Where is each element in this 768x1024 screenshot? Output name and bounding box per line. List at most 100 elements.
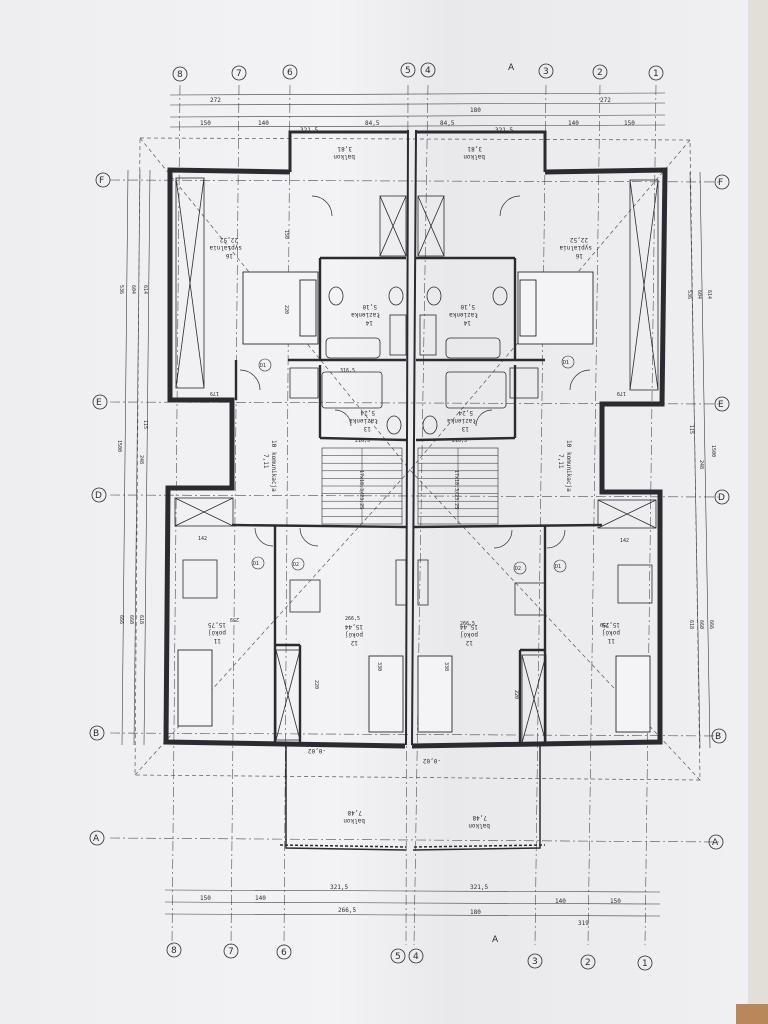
dim-bottom-2c: 140 <box>555 898 566 905</box>
door-tag-d1-d: D1 <box>555 564 561 570</box>
svg-text:łazienka: łazienka <box>449 311 478 318</box>
annotation-layer: 8 7 6 5 4 3 2 1 A 8 7 6 5 4 3 2 1 A <box>89 62 730 971</box>
svg-text:pokój: pokój <box>208 629 226 636</box>
grid-bubbles-top: 8 7 6 5 4 3 2 1 A <box>172 62 664 82</box>
svg-text:łazienka: łazienka <box>351 311 380 318</box>
idim-14: 142 <box>620 538 629 544</box>
dims-top: 321,5 321,5 150 140 84,5 84,5 140 150 27… <box>200 97 635 134</box>
room-11-left: 11 pokój 15,75 <box>208 621 226 644</box>
idim-5: 216,5 <box>355 438 370 444</box>
dims-right: 536 604 614 115 1500 248 618 660 666 <box>686 290 716 629</box>
grid-row-d-left: D <box>95 491 102 501</box>
svg-text:balkon: balkon <box>468 822 490 829</box>
grid-col-3-top: 3 <box>543 67 549 77</box>
grid-col-2-top: 2 <box>597 68 603 78</box>
grid-col-3-bottom: 3 <box>532 957 538 967</box>
idim-0: 150 <box>283 230 289 239</box>
level-left: -0,02 <box>308 747 326 754</box>
stair-label-right: 17x18,3/23,25 <box>453 470 459 509</box>
room-bath-14-right: 14 łazienka 5,10 <box>449 303 478 326</box>
inner-dims: 150 220 179 179 316,5 216,5 216,5 266,5 … <box>198 230 629 699</box>
svg-text:7,48: 7,48 <box>472 814 487 821</box>
dim-right-6: 618 <box>688 620 694 629</box>
door-tag-d1-c: D1 <box>253 561 259 567</box>
room-balcony-top-left: balkon 3,81 <box>333 145 355 160</box>
room-bath-13-right: 13 łazienka 5,24 <box>447 409 476 432</box>
dim-bottom-2a: 150 <box>200 895 211 902</box>
dim-top-2a: 150 <box>200 120 211 127</box>
dims-bottom: 321,5 321,5 150 140 140 150 266,5 180 31… <box>200 884 621 927</box>
svg-text:11: 11 <box>607 637 615 644</box>
stair-labels: 17x18,3/23,25 17x18,3/23,25 <box>358 470 459 509</box>
grid-col-4-top: 4 <box>425 66 431 76</box>
grid-row-e-left: E <box>96 398 102 408</box>
idim-12: 220 <box>513 690 519 699</box>
svg-text:13: 13 <box>363 425 371 432</box>
svg-text:12: 12 <box>465 639 473 646</box>
svg-text:5,10: 5,10 <box>362 303 377 310</box>
door-tag-d1-a: D1 <box>260 363 266 369</box>
dim-left-4: 1500 <box>116 440 122 452</box>
dim-left-7: 660 <box>128 615 134 624</box>
svg-text:12: 12 <box>350 639 358 646</box>
dim-top-2d: 84,5 <box>440 120 455 127</box>
room-bedroom-right: 16 sypialnia 22,52 <box>559 236 592 259</box>
grid-col-7-bottom: 7 <box>228 947 234 957</box>
dim-top-1b: 321,5 <box>495 127 513 134</box>
dim-bottom-2b: 140 <box>255 895 266 902</box>
idim-16: 259 <box>600 621 609 627</box>
idim-1: 220 <box>283 305 289 314</box>
svg-text:komunikacja: komunikacja <box>270 452 277 492</box>
idim-9: 330 <box>376 662 382 671</box>
dim-top-3c: 272 <box>600 97 611 104</box>
svg-text:pokój: pokój <box>602 629 620 636</box>
svg-text:5,10: 5,10 <box>460 303 475 310</box>
dim-right-3: 115 <box>688 425 694 434</box>
dims-left: 536 604 614 115 1500 248 618 660 666 <box>116 285 148 624</box>
room-labels: balkon 3,81 balkon 3,81 16 sypialnia 22,… <box>208 145 620 829</box>
room-balcony-bottom-right: balkon 7,48 <box>468 814 490 829</box>
dim-left-5: 248 <box>138 455 144 464</box>
svg-text:pokój: pokój <box>460 631 478 638</box>
dim-bottom-2d: 150 <box>610 898 621 905</box>
svg-text:15,75: 15,75 <box>208 621 226 628</box>
door-tags: D1 D1 D1 D1 D2 D2 <box>251 355 575 575</box>
svg-text:7,48: 7,48 <box>347 809 362 816</box>
level-right: -0,02 <box>423 757 441 764</box>
dim-top-2b: 140 <box>258 120 269 127</box>
dim-left-6: 618 <box>138 615 144 624</box>
dim-right-5: 248 <box>698 460 704 469</box>
room-comm-right: 10 komunikacja 7,11 <box>557 440 572 492</box>
room-balcony-bottom-left: balkon 7,48 <box>343 809 365 824</box>
svg-text:10: 10 <box>565 440 572 448</box>
dim-bottom-1a: 321,5 <box>330 884 348 891</box>
dim-bottom-3b: 180 <box>470 909 481 916</box>
dim-top-3b: 180 <box>470 107 481 114</box>
grid-row-f-left: F <box>99 176 104 186</box>
book-edge <box>748 0 768 1024</box>
svg-text:10: 10 <box>270 440 277 448</box>
grid-col-6-bottom: 6 <box>281 948 287 958</box>
svg-text:15,44: 15,44 <box>460 623 478 630</box>
svg-text:7,11: 7,11 <box>557 454 564 469</box>
grid-col-5-top: 5 <box>405 66 411 76</box>
grid-rows: F E D B A F E D B A <box>89 172 730 850</box>
grid-col-8-top: 8 <box>177 70 183 80</box>
section-marker-top: A <box>508 63 515 73</box>
dim-right-8: 666 <box>708 620 714 629</box>
svg-text:łazienka: łazienka <box>349 417 378 424</box>
grid-row-f-right: F <box>718 178 723 188</box>
grid-row-a-left: A <box>93 834 100 844</box>
grid-row-a-right: A <box>712 838 719 848</box>
door-tag-d1-b: D1 <box>563 360 569 366</box>
grid-row-e-right: E <box>718 400 724 410</box>
room-12-right: 12 pokój 15,44 <box>460 623 478 646</box>
level-marks: -0,02 -0,02 <box>308 747 441 764</box>
svg-text:7,11: 7,11 <box>262 454 269 469</box>
svg-text:22,52: 22,52 <box>570 236 588 243</box>
grid-col-7-top: 7 <box>236 69 242 79</box>
svg-text:15,75: 15,75 <box>602 621 620 628</box>
svg-text:15,44: 15,44 <box>345 623 363 630</box>
svg-text:łazienka: łazienka <box>447 417 476 424</box>
svg-text:22,52: 22,52 <box>220 236 238 243</box>
